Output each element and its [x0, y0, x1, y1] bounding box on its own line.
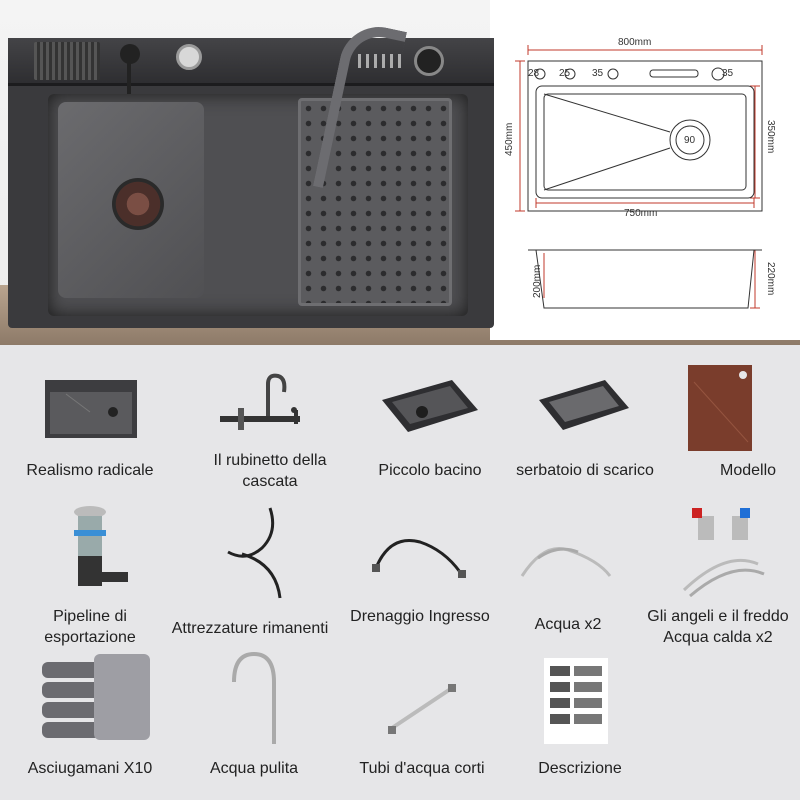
- braided-hose-icon: [372, 539, 466, 578]
- grid-label: Asciugamani X10: [27, 760, 153, 777]
- hole-1-label: 28: [528, 68, 540, 79]
- drain-size-label: 90: [684, 135, 696, 146]
- hole-4-label: 35: [722, 68, 734, 79]
- drain-icon: [112, 178, 164, 230]
- hole-3-label: 35: [592, 68, 604, 79]
- angle-valve-icon: [682, 508, 765, 598]
- drain-tray-icon: [539, 380, 629, 430]
- strainer-basket: [298, 98, 452, 306]
- soap-dispenser-icon: [120, 44, 140, 64]
- width-top-label: 800mm: [618, 37, 652, 48]
- grid-label: Acqua pulita: [209, 760, 299, 777]
- width-bottom-label: 750mm: [624, 208, 658, 219]
- hole-2-label: 25: [559, 68, 571, 79]
- grid-label: serbatoio di scarico: [516, 462, 654, 479]
- small-basin-icon: [382, 380, 478, 432]
- water-hose-icon: [520, 547, 612, 577]
- inner-height-label: 200mm: [532, 264, 543, 298]
- technical-drawing: 800mm 28 25 35 35 450mm 350mm 90 750mm 2…: [500, 28, 790, 333]
- grid-label: Piccolo bacino: [378, 462, 482, 479]
- drawing-background: [490, 0, 800, 340]
- grid-label: Il rubinetto della cascata: [213, 452, 327, 490]
- towel-icon: [42, 654, 150, 740]
- button-icon: [176, 44, 202, 70]
- total-height-label: 220mm: [765, 262, 776, 296]
- drawing-lines: [515, 45, 763, 309]
- faucet-icon: [220, 373, 300, 430]
- grid-label: Pipeline di esportazione: [44, 608, 136, 646]
- grid-label: Realismo radicale: [26, 462, 154, 479]
- grid-label: Tubi d'acqua corti: [359, 760, 485, 777]
- short-pipe-icon: [388, 684, 456, 734]
- basin-depth-label: 350mm: [765, 120, 776, 154]
- sink-deck: [8, 38, 494, 86]
- sink-photo: [8, 19, 494, 328]
- sink-icon: [45, 380, 137, 438]
- drain-pipe-icon: [74, 506, 128, 586]
- grid-label: Drenaggio Ingresso: [350, 608, 490, 625]
- manual-icon: [544, 658, 608, 744]
- depth-left-label: 450mm: [504, 122, 515, 156]
- dispenser-stem: [127, 62, 131, 124]
- grid-label: Descrizione: [538, 760, 622, 777]
- spout-icon: [232, 651, 276, 744]
- grid-label: Modello: [719, 462, 777, 479]
- grid-label: Attrezzature rimanenti: [171, 620, 329, 637]
- hero-photo: 800mm 28 25 35 35 450mm 350mm 90 750mm 2…: [0, 0, 800, 345]
- display-icon: [358, 54, 402, 68]
- grid-label: Gli angeli e il freddo Acqua calda x2: [647, 608, 789, 646]
- hose-icon: [227, 507, 282, 599]
- cutting-board-icon: [688, 365, 752, 451]
- knob-icon: [414, 46, 444, 76]
- grid-label: Acqua x2: [534, 616, 602, 633]
- cup-washer-icon: [34, 42, 100, 80]
